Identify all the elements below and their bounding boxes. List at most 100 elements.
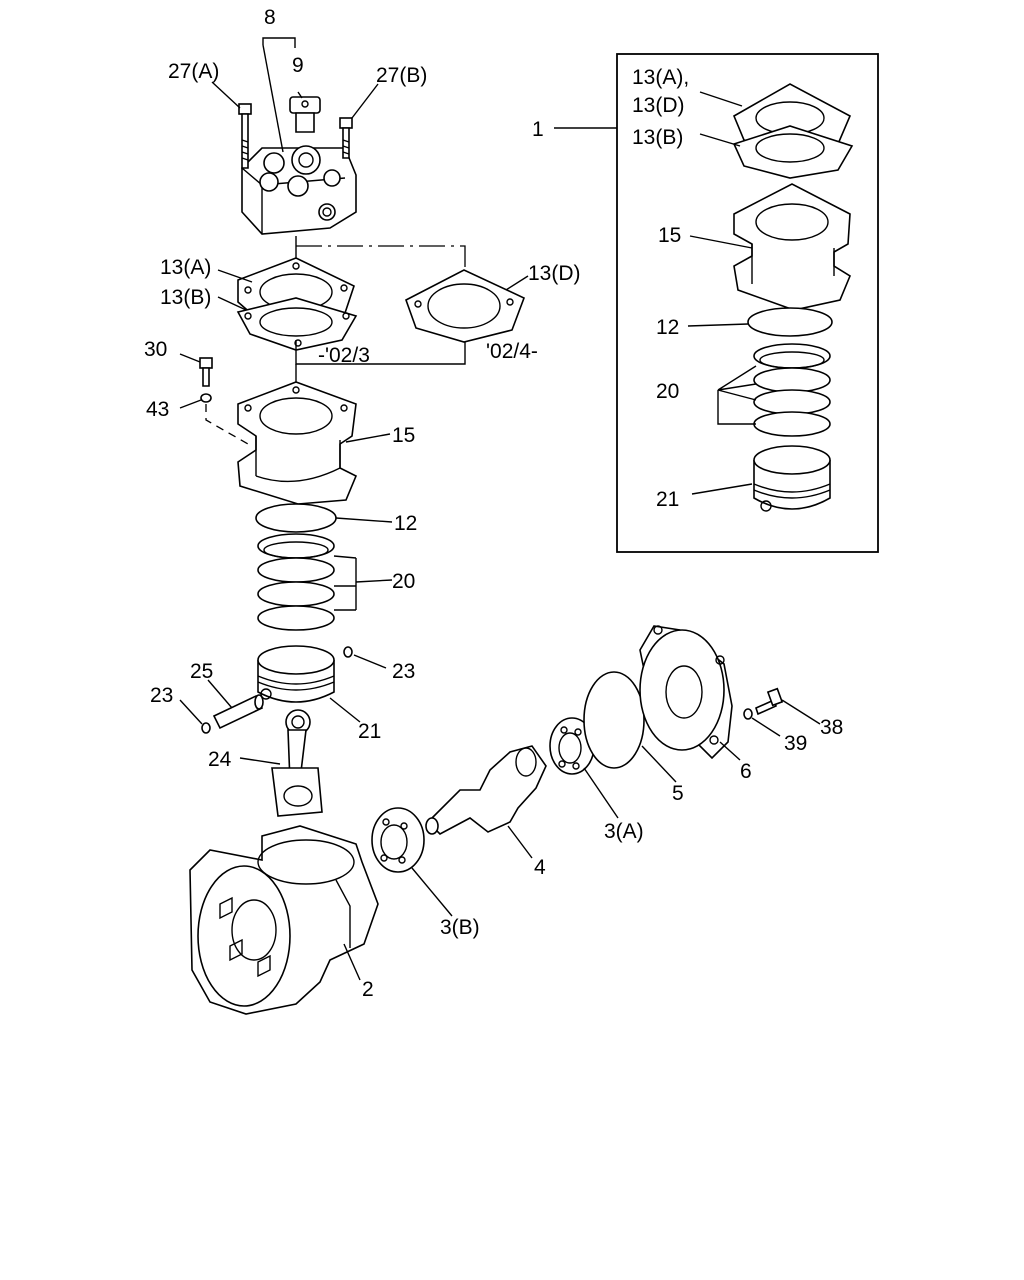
leader-9 bbox=[297, 91, 303, 99]
label-38: 38 bbox=[820, 716, 843, 739]
chain-line-gasket bbox=[296, 245, 466, 268]
kit-leader-12 bbox=[687, 323, 749, 327]
label-27a: 27(A) bbox=[168, 60, 219, 83]
label-27b: 27(B) bbox=[376, 64, 427, 87]
leader-6 bbox=[719, 741, 741, 761]
leader-3a bbox=[583, 767, 619, 819]
label-3b: 3(B) bbox=[440, 916, 480, 939]
leader-39 bbox=[751, 717, 781, 737]
label-43: 43 bbox=[146, 398, 169, 421]
leader-12 bbox=[335, 517, 393, 523]
label-25: 25 bbox=[190, 660, 213, 683]
label-13d: 13(D) bbox=[528, 262, 581, 285]
leader-25 bbox=[207, 679, 233, 709]
kit-box bbox=[616, 53, 879, 553]
leader-13a bbox=[217, 269, 253, 283]
snap-ring-23a bbox=[343, 646, 353, 658]
label-21: 21 bbox=[358, 720, 381, 743]
kit-leader-13b bbox=[699, 133, 741, 147]
label-20: 20 bbox=[392, 570, 415, 593]
snap-ring-23b bbox=[201, 722, 211, 734]
cylinder-head bbox=[241, 145, 357, 235]
kit-leader-15 bbox=[689, 235, 753, 249]
label-30: 30 bbox=[144, 338, 167, 361]
crankcase-2 bbox=[189, 825, 379, 1015]
bolt-38 bbox=[755, 687, 784, 716]
kit-cylinder-15 bbox=[733, 183, 851, 311]
label-24: 24 bbox=[208, 748, 232, 771]
o-ring-5 bbox=[583, 671, 645, 769]
label-8: 8 bbox=[264, 6, 276, 29]
label-6: 6 bbox=[740, 760, 752, 783]
label-date-0203: -'02/3 bbox=[318, 344, 370, 367]
piston-rings-20 bbox=[257, 533, 335, 631]
leader-27a bbox=[211, 81, 241, 109]
leader-24 bbox=[239, 757, 281, 765]
connecting-rod-24 bbox=[271, 709, 323, 817]
piston-pin-25 bbox=[212, 694, 264, 730]
leader-21 bbox=[329, 697, 361, 723]
leader-13b bbox=[217, 296, 247, 311]
kit-label-1: 1 bbox=[532, 118, 544, 141]
kit-label-13b: 13(B) bbox=[632, 126, 683, 149]
washer-39 bbox=[743, 708, 753, 720]
gasket-13b bbox=[236, 297, 358, 351]
kit-label-13d: 13(D) bbox=[632, 94, 685, 117]
leader-15 bbox=[345, 433, 391, 443]
label-13a: 13(A) bbox=[160, 256, 211, 279]
kit-leader-20 bbox=[717, 365, 757, 425]
bearing-3a bbox=[549, 717, 595, 775]
leader-2 bbox=[343, 943, 361, 981]
label-23b: 23 bbox=[150, 684, 173, 707]
kit-gasket-13b bbox=[732, 125, 854, 179]
kit-label-20: 20 bbox=[656, 380, 679, 403]
bolt-30 bbox=[199, 357, 213, 387]
leader-3b bbox=[411, 867, 453, 917]
label-2: 2 bbox=[362, 978, 374, 1001]
crankshaft-4 bbox=[425, 745, 547, 835]
leader-27b bbox=[351, 83, 379, 119]
seal-ring-12 bbox=[255, 503, 337, 533]
bracket-8 bbox=[262, 37, 296, 48]
kit-label-12: 12 bbox=[656, 316, 679, 339]
leader-30 bbox=[179, 353, 201, 363]
kit-label-21: 21 bbox=[656, 488, 679, 511]
label-4: 4 bbox=[534, 856, 546, 879]
cover-6 bbox=[639, 625, 733, 760]
label-5: 5 bbox=[672, 782, 684, 805]
label-15: 15 bbox=[392, 424, 415, 447]
label-39: 39 bbox=[784, 732, 807, 755]
kit-seal-ring-12 bbox=[747, 307, 833, 337]
cylinder-15 bbox=[237, 381, 358, 505]
gasket-13d bbox=[405, 269, 526, 343]
bearing-3b bbox=[371, 807, 425, 873]
label-date-0204: '02/4- bbox=[486, 340, 538, 363]
kit-piston-rings-20 bbox=[753, 343, 831, 437]
leader-20 bbox=[333, 555, 393, 611]
washer-43 bbox=[200, 393, 212, 403]
label-3a: 3(A) bbox=[604, 820, 644, 843]
kit-label-15: 15 bbox=[658, 224, 681, 247]
kit-leader-13a bbox=[699, 91, 743, 107]
label-12: 12 bbox=[394, 512, 417, 535]
leader-8 bbox=[262, 44, 284, 153]
piston-21 bbox=[257, 645, 335, 703]
bracket-date bbox=[295, 340, 466, 365]
label-13b: 13(B) bbox=[160, 286, 211, 309]
kit-leader-21 bbox=[691, 483, 753, 495]
leader-4 bbox=[507, 825, 533, 859]
leader-38 bbox=[781, 699, 821, 725]
leader-23b bbox=[179, 699, 203, 725]
bolt-27a bbox=[238, 103, 252, 169]
leader-13d bbox=[505, 275, 529, 291]
kit-label-13a: 13(A), bbox=[632, 66, 689, 89]
leader-23a bbox=[353, 654, 387, 669]
leader-43 bbox=[179, 399, 202, 409]
bolt-27b bbox=[339, 117, 353, 159]
label-23a: 23 bbox=[392, 660, 415, 683]
label-9: 9 bbox=[292, 54, 304, 77]
leader-5 bbox=[641, 745, 677, 783]
plug-9 bbox=[289, 96, 321, 133]
dash-30-to-15 bbox=[205, 404, 249, 445]
